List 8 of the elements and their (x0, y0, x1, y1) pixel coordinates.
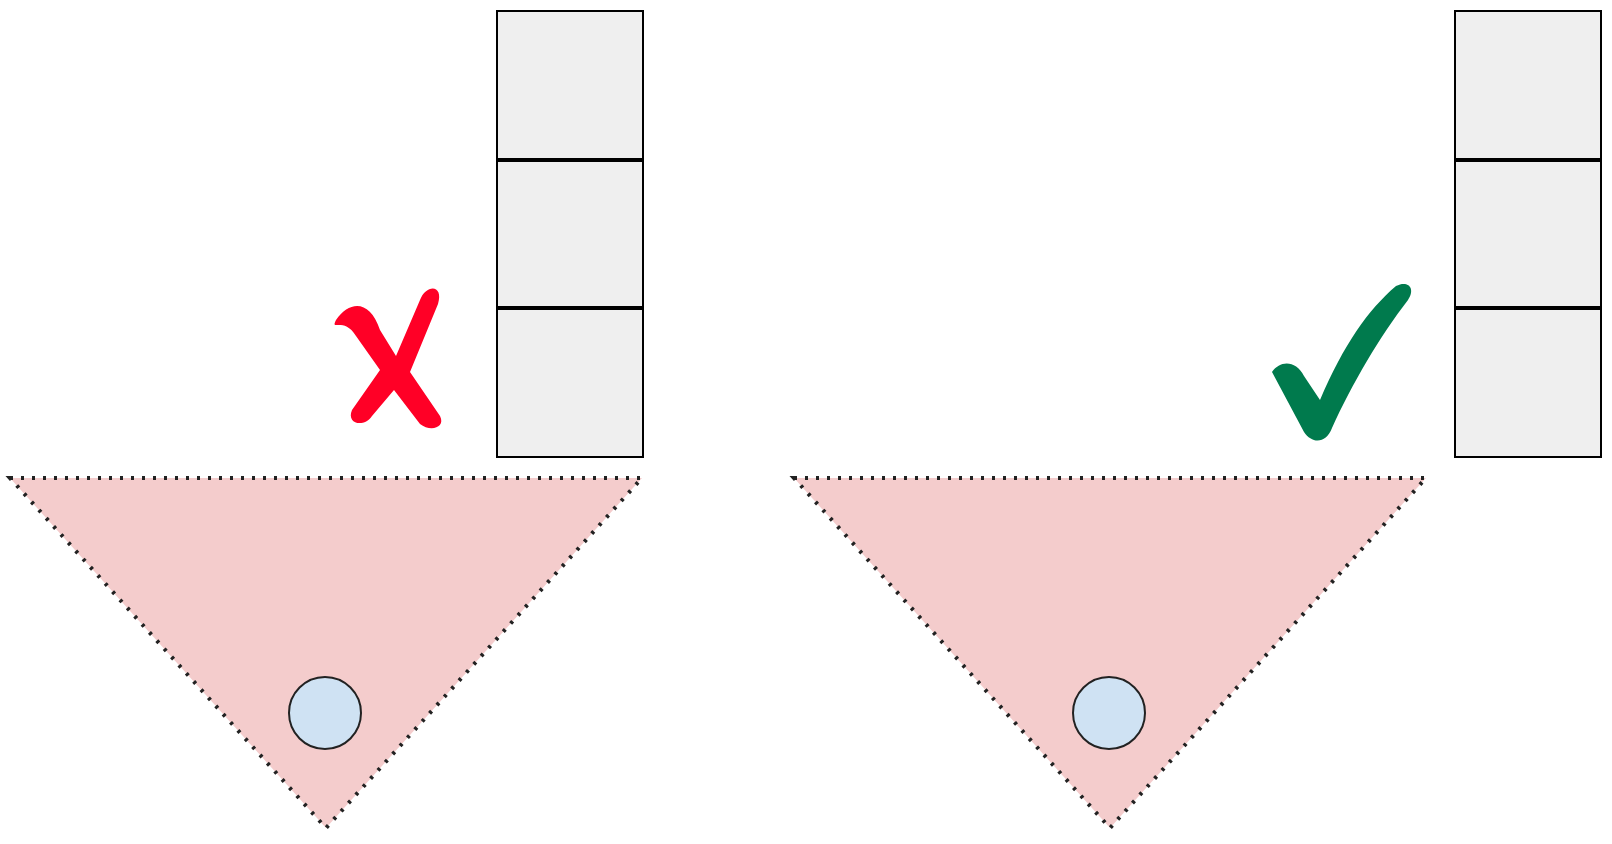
stack-cell (1454, 160, 1602, 308)
triangle-zone (10, 476, 642, 830)
stack-cell (1454, 308, 1602, 458)
stack-cell (496, 308, 644, 458)
stack-cell (496, 10, 644, 160)
stack-cell (1454, 10, 1602, 160)
stack-cell (496, 160, 644, 308)
triangle-zone (794, 476, 1426, 830)
